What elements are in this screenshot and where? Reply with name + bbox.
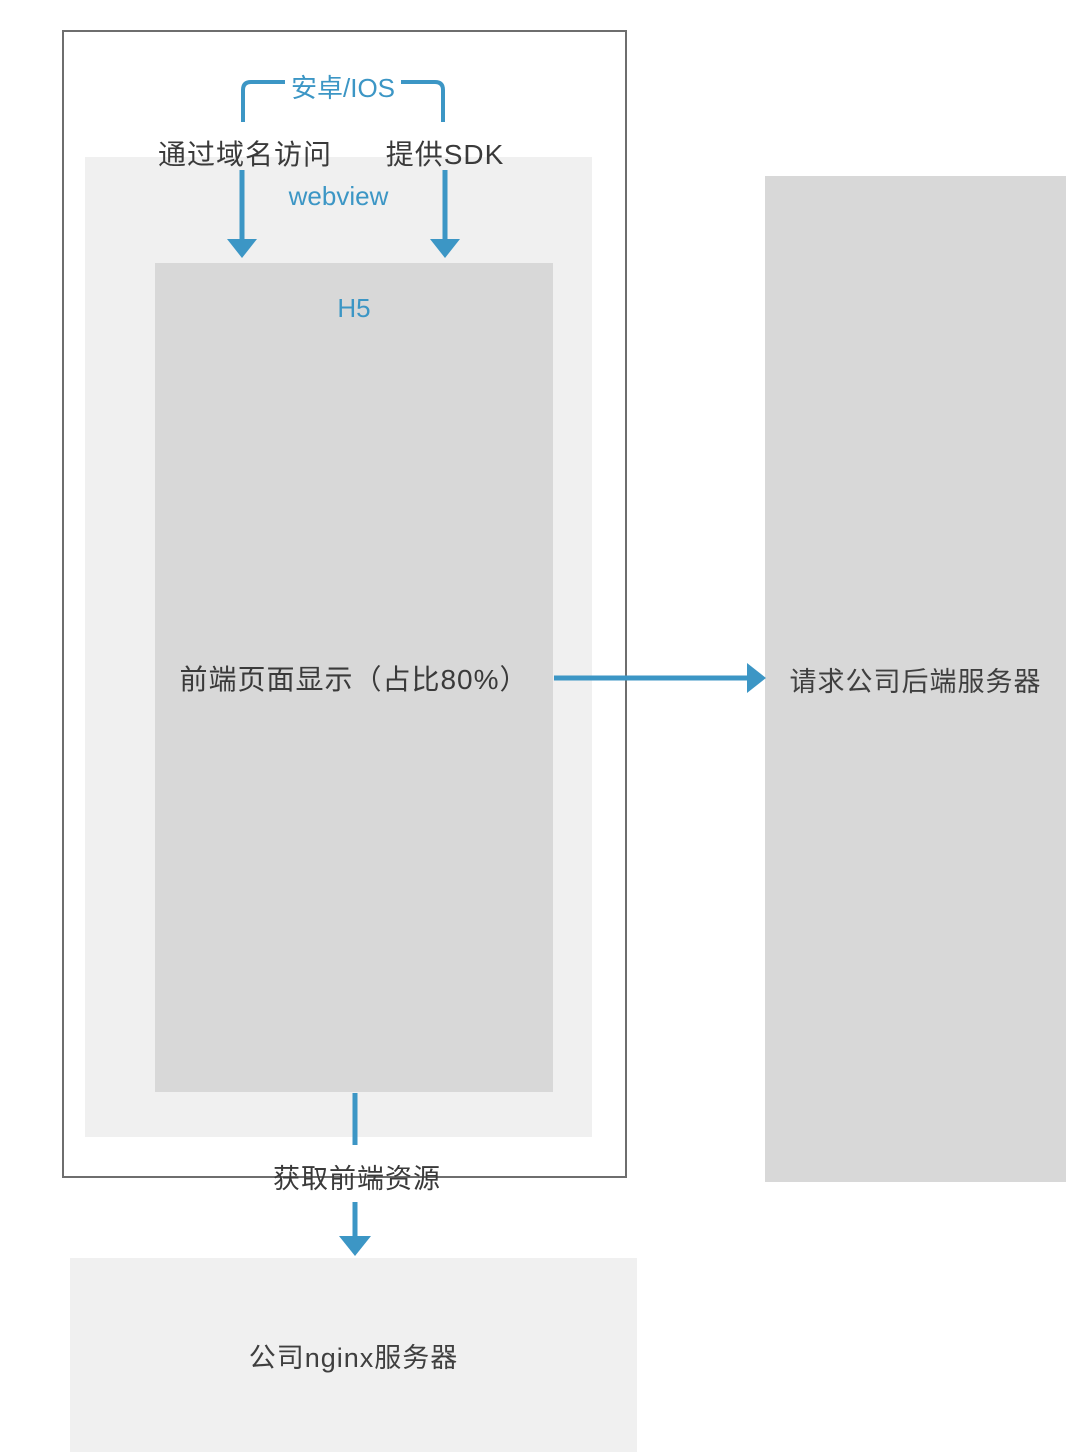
arrow-down-icon [339,1202,371,1256]
backend-server-box: 请求公司后端服务器 [765,176,1066,1182]
sdk-label: 提供SDK [385,139,505,170]
h5-label: H5 [337,293,371,323]
webview-container: webview H5 前端页面显示（占比80%） [85,157,592,1137]
platform-bracket-label: 安卓/IOS [284,68,402,105]
nginx-server-box: 公司nginx服务器 [70,1258,637,1452]
h5-page-box: H5 前端页面显示（占比80%） [155,263,553,1092]
webview-label: webview [288,181,389,211]
mobile-app-frame [62,30,627,1178]
frontend-display-label: 前端页面显示（占比80%） [179,663,529,695]
backend-server-label: 请求公司后端服务器 [789,666,1042,697]
nginx-server-label: 公司nginx服务器 [248,1342,459,1373]
fetch-resources-label: 获取前端资源 [273,1164,441,1194]
domain-access-label: 通过域名访问 [157,139,333,170]
